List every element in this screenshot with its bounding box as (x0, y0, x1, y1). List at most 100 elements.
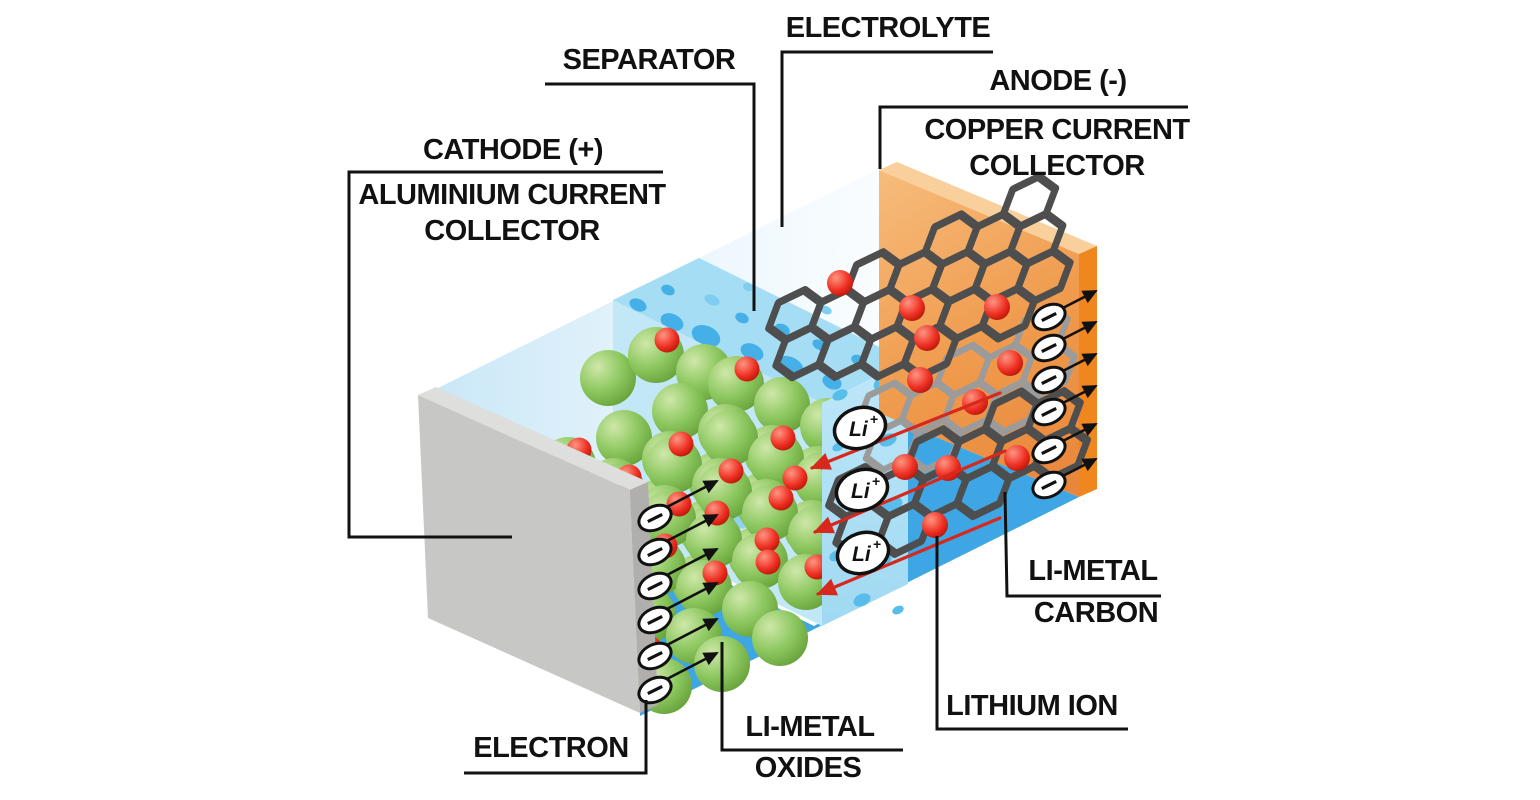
ion-flow-arrow (816, 516, 1002, 596)
electron-icon (1031, 320, 1098, 363)
label-lithium-ion: LITHIUM ION (946, 690, 1118, 722)
li-metal-oxide-sphere (596, 410, 652, 466)
electron-flow-arrow (664, 513, 719, 544)
li-metal-oxide-sphere (702, 410, 758, 466)
minus-sign (1041, 343, 1057, 353)
label-electron: ELECTRON (473, 732, 629, 764)
minus-sign (1041, 480, 1057, 490)
minus-sign (647, 651, 663, 661)
label-copper-line2: COLLECTOR (969, 150, 1145, 182)
lithium-ion-sphere (892, 454, 918, 480)
electrolyte-bubble (892, 605, 904, 615)
li-metal-oxide-sphere (686, 512, 742, 568)
minus-sign (647, 685, 663, 695)
lithium-ion-sphere (997, 350, 1023, 376)
copper-collector-top (879, 162, 1097, 254)
carbon-hexagon (1013, 246, 1074, 306)
lithium-ion-icon: Li+ (832, 405, 888, 451)
electrolyte-bubble (740, 343, 764, 361)
lithium-ion-sphere (827, 270, 853, 296)
lithium-ion-sphere (702, 560, 728, 586)
label-copper-line1: COPPER CURRENT (924, 114, 1190, 146)
electrolyte-bubble (743, 282, 753, 292)
minus-sign (647, 581, 663, 591)
svg-text:+: + (873, 536, 881, 552)
electron-icon (1031, 384, 1098, 427)
electrolyte-bubble (629, 298, 647, 312)
minus-sign (1041, 445, 1057, 455)
lithium-ion-icon: Li+ (834, 467, 890, 513)
svg-text:+: + (872, 473, 880, 489)
lithium-ion-sphere (770, 425, 796, 451)
electron-icon (637, 547, 719, 601)
lithium-ion-icon: Li+ (835, 530, 891, 576)
electron-icon (1031, 289, 1098, 332)
lithium-ion-sphere (914, 325, 940, 351)
minus-sign (647, 513, 663, 523)
electron-flow-arrow (664, 581, 719, 612)
lithium-ion-sphere (654, 327, 680, 353)
electron-flow-arrow (664, 479, 719, 510)
label-anode: ANODE (-) (989, 65, 1127, 97)
lithium-ion-sphere (907, 367, 933, 393)
minus-sign (647, 615, 663, 625)
label-electrolyte: ELECTROLYTE (785, 12, 991, 44)
minus-sign (1041, 312, 1057, 322)
electrolyte-bubble (691, 324, 721, 348)
electrolyte-bubble (735, 312, 749, 324)
li-metal-oxides-leader-line (720, 642, 903, 752)
svg-text:Li: Li (851, 480, 871, 503)
cell-bottom-face (640, 413, 1079, 716)
lithium-ion-sphere (734, 356, 760, 382)
ion-flow-arrow (813, 449, 1007, 534)
electron-icon (1031, 352, 1098, 395)
lithium-ion-sphere (1004, 445, 1030, 471)
label-aluminium-current-collector: ALUMINIUM CURRENT COLLECTOR (358, 177, 666, 249)
separator-top-face (613, 258, 908, 403)
aluminium-collector-front (418, 395, 640, 713)
lithium-ion-sphere (984, 294, 1010, 320)
svg-text:+: + (870, 411, 878, 427)
electrolyte-bubble (853, 593, 871, 607)
lithium-ion-sphere (922, 512, 948, 538)
lithium-ion-sphere (754, 527, 780, 553)
minus-sign (647, 547, 663, 557)
electrolyte-bubble (661, 284, 675, 296)
li-metal-oxide-sphere (754, 377, 810, 433)
label-li-metal-oxides-line2: OXIDES (754, 752, 862, 784)
cathode-leader-line (347, 170, 663, 539)
electron-flow-arrow (664, 617, 719, 648)
lithium-ion-sphere (704, 500, 730, 526)
electron-flow-arrow (664, 651, 719, 682)
electron-icon (637, 581, 719, 635)
label-aluminium-line1: ALUMINIUM CURRENT (358, 179, 666, 211)
electron-icon (637, 651, 719, 705)
electrolyte-leader-line (780, 50, 993, 227)
electron-flow-arrow (664, 547, 719, 578)
electron-icon (637, 479, 719, 533)
carbon-hexagon (1019, 341, 1078, 399)
li-metal-carbon-leader-line (1003, 491, 1161, 598)
label-aluminium-line2: COLLECTOR (424, 215, 600, 247)
separator-leader-line (545, 82, 756, 311)
electrolyte-bubble (820, 305, 832, 315)
label-cathode: CATHODE (+) (422, 134, 604, 166)
electrolyte-bubble (832, 389, 848, 401)
minus-sign (1041, 407, 1057, 417)
svg-text:Li: Li (849, 418, 869, 441)
lithium-ion-sphere (935, 455, 961, 481)
lithium-ion-sphere (668, 431, 694, 457)
electron-icon (637, 617, 719, 671)
electron-leader-line (464, 700, 648, 775)
li-metal-oxide-sphere (580, 350, 636, 406)
electrolyte-bubble (704, 294, 720, 306)
electron-icon (637, 513, 719, 567)
label-li-metal-carbon-line2: CARBON (1033, 597, 1159, 629)
label-separator: SEPARATOR (562, 44, 736, 76)
label-li-metal-oxides-line1: LI-METAL (745, 711, 875, 743)
anode-leader-line (878, 105, 1188, 169)
electron-icon (1031, 457, 1098, 500)
lithium-ion-sphere (755, 549, 781, 575)
